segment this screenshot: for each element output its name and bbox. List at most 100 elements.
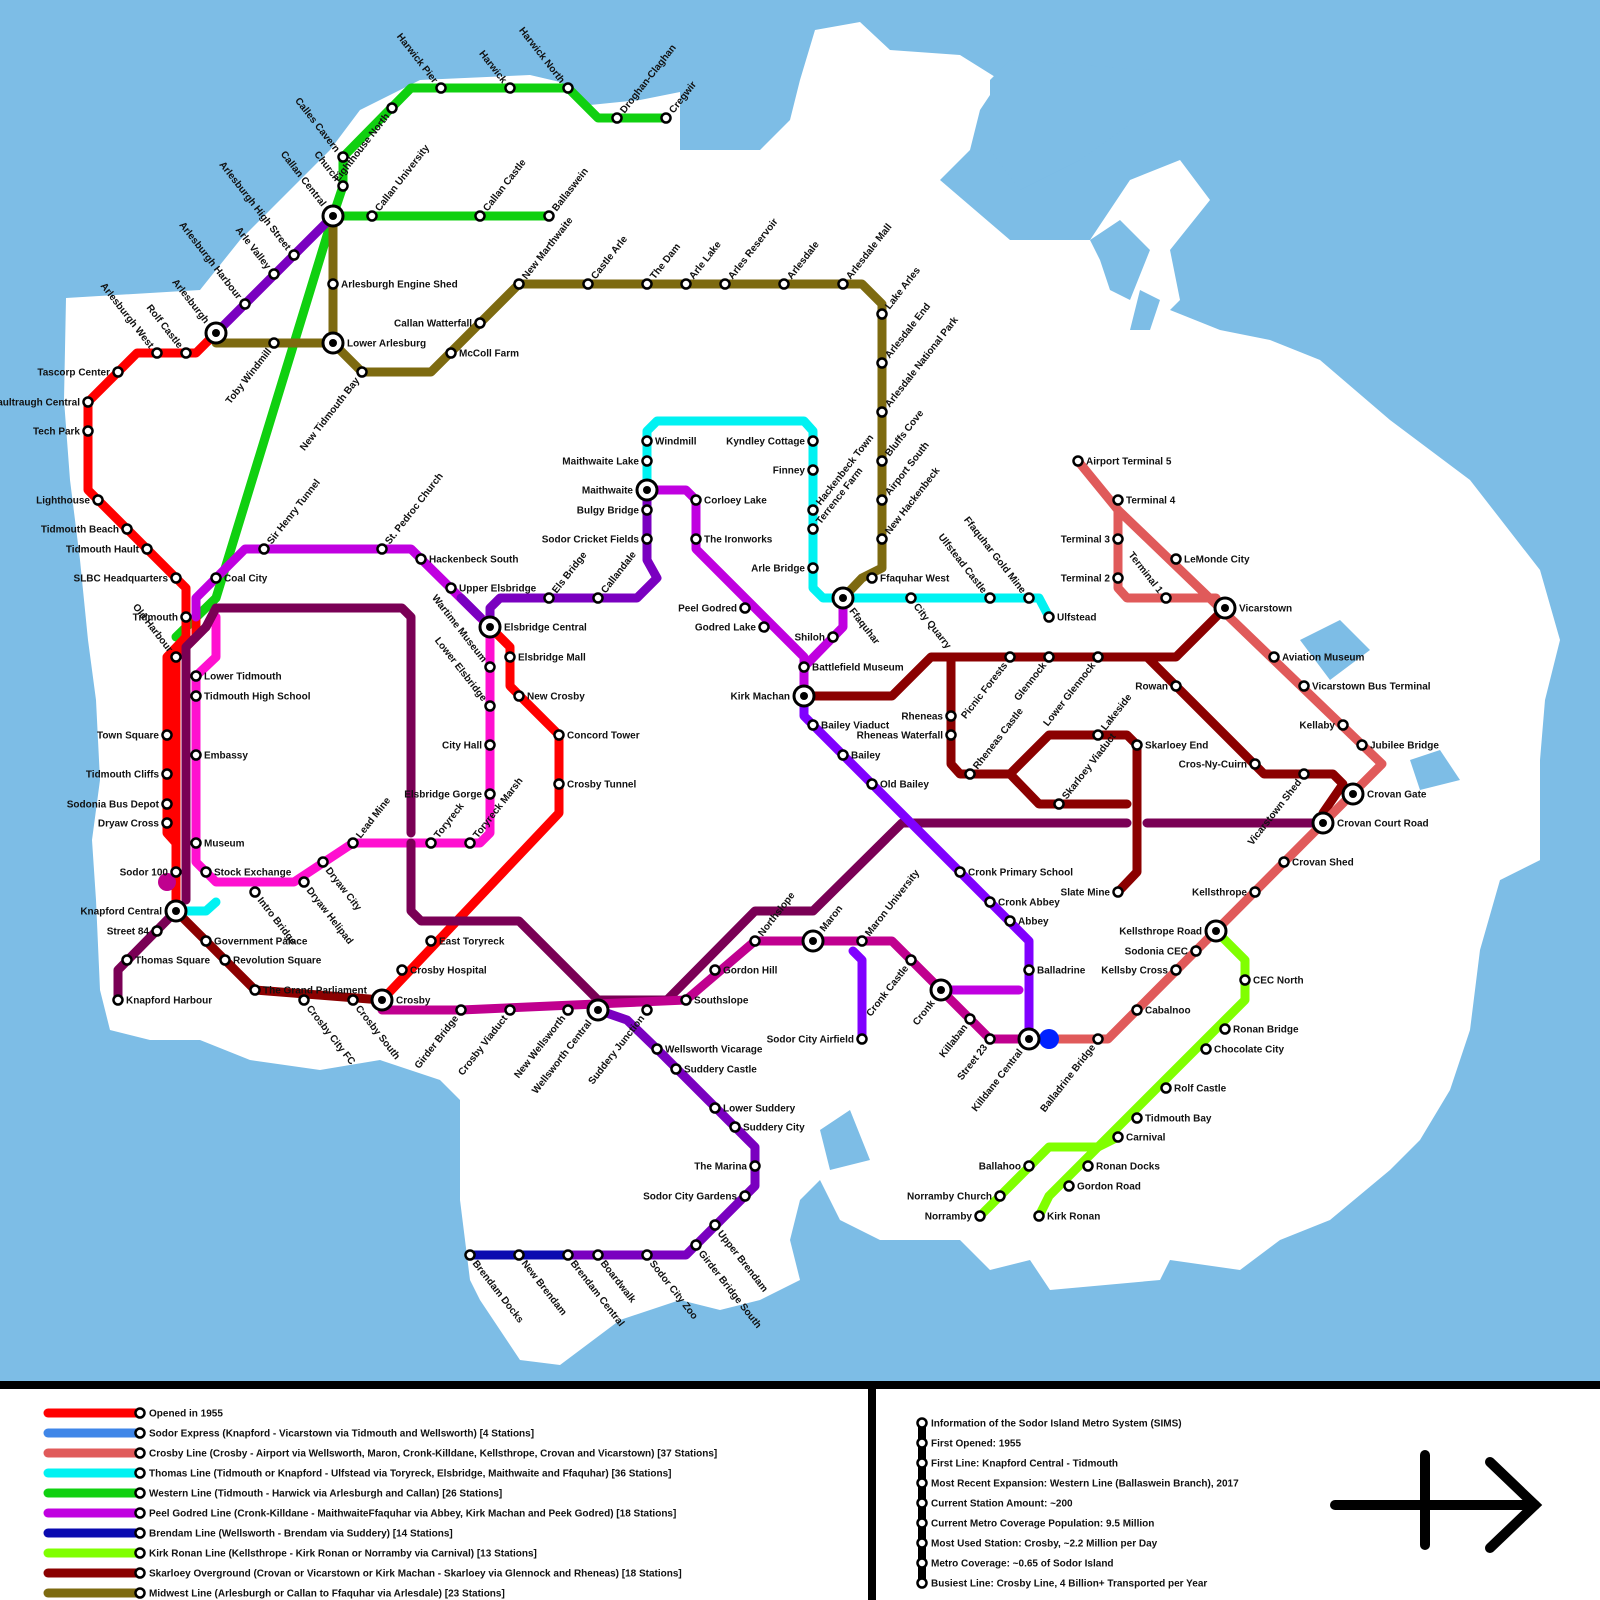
station[interactable]: Vicarstown Bus Terminal: [1298, 680, 1431, 693]
station[interactable]: City Hall: [442, 739, 496, 752]
station[interactable]: Aviation Museum: [1268, 651, 1365, 664]
station[interactable]: Dryaw Cross: [98, 817, 173, 830]
station[interactable]: Sodor 100: [120, 866, 182, 879]
station[interactable]: Arlesburgh Engine Shed: [327, 278, 458, 291]
station[interactable]: Terminal 4: [1112, 494, 1176, 507]
station[interactable]: Terminal 3: [1061, 533, 1124, 546]
station[interactable]: East Toryreck: [425, 935, 505, 948]
station[interactable]: Embassy: [190, 749, 249, 762]
station[interactable]: Concord Tower: [553, 729, 640, 742]
station[interactable]: Tech Park: [33, 425, 94, 438]
station[interactable]: Southslope: [680, 994, 749, 1007]
station[interactable]: Kirk Machan: [731, 684, 816, 708]
station[interactable]: Windmill: [641, 435, 697, 448]
station[interactable]: LeMonde City: [1170, 553, 1250, 566]
station[interactable]: Crovan Gate: [1341, 782, 1427, 806]
station[interactable]: Bulgy Bridge: [577, 504, 653, 517]
station[interactable]: Elsbridge Central: [478, 615, 587, 639]
station[interactable]: New Crosby: [513, 690, 586, 703]
station[interactable]: Lower Tidmouth: [190, 670, 282, 683]
station[interactable]: Lower Suddery: [709, 1102, 796, 1115]
station[interactable]: Slate Mine: [1061, 886, 1124, 899]
station[interactable]: The Marina: [694, 1160, 761, 1173]
station[interactable]: Cronk Primary School: [954, 866, 1074, 879]
station[interactable]: Elsbridge Mall: [504, 651, 587, 664]
station[interactable]: Cros-Ny-Cuirn: [1179, 758, 1261, 771]
station[interactable]: CEC North: [1239, 974, 1304, 987]
station[interactable]: Faultraugh Central: [0, 396, 94, 409]
station[interactable]: Knapford Central: [80, 899, 188, 923]
station[interactable]: Town Square: [97, 729, 173, 742]
station[interactable]: Tascorp Center: [37, 366, 124, 379]
station[interactable]: Bailey: [837, 749, 881, 762]
station[interactable]: Vicarstown: [1213, 596, 1292, 620]
station[interactable]: Ronan Docks: [1082, 1160, 1161, 1173]
station[interactable]: Airport Terminal 5: [1072, 455, 1172, 468]
station[interactable]: Cronk Abbey: [984, 896, 1061, 909]
station[interactable]: Arle Bridge: [751, 562, 819, 575]
station[interactable]: Tidmouth Beach: [41, 523, 133, 536]
station[interactable]: Ulfstead: [1043, 611, 1097, 624]
station[interactable]: Terminal 2: [1061, 572, 1124, 585]
station[interactable]: Skarloey End: [1131, 739, 1209, 752]
station[interactable]: Sodor Cricket Fields: [542, 533, 653, 546]
station[interactable]: Gordon Road: [1063, 1180, 1141, 1193]
station[interactable]: Peel Godred: [678, 602, 751, 615]
station[interactable]: Knapford Harbour: [112, 994, 213, 1007]
station[interactable]: Kellsby Cross: [1101, 964, 1182, 977]
station[interactable]: Revolution Square: [219, 954, 322, 967]
station[interactable]: Coal City: [210, 572, 268, 585]
station[interactable]: Elsbridge Gorge: [404, 788, 496, 801]
station[interactable]: Maithwaite Lake: [562, 455, 653, 468]
station[interactable]: Sodor City Gardens: [643, 1190, 751, 1203]
station[interactable]: Crovan Shed: [1278, 856, 1354, 869]
station[interactable]: Rheneas Waterfall: [857, 729, 957, 742]
station[interactable]: Maithwaite: [582, 478, 659, 502]
station[interactable]: Suddery City: [729, 1121, 806, 1134]
station[interactable]: Tidmouth High School: [190, 690, 311, 703]
station[interactable]: Cabalnoo: [1131, 1004, 1191, 1017]
station[interactable]: Chocolate City: [1200, 1043, 1285, 1056]
station[interactable]: The Ironworks: [690, 533, 773, 546]
station[interactable]: Tidmouth Cliffs: [86, 768, 173, 781]
station[interactable]: Crosby: [370, 988, 431, 1012]
station[interactable]: Ballahoo: [979, 1160, 1035, 1173]
station[interactable]: Rowan: [1135, 680, 1182, 693]
station[interactable]: Government Palace: [200, 935, 308, 948]
station[interactable]: Ffaquhar West: [866, 572, 950, 585]
station[interactable]: Tidmouth Hault: [66, 543, 153, 556]
station[interactable]: Kirk Ronan: [1033, 1210, 1101, 1223]
station[interactable]: Jubilee Bridge: [1356, 739, 1440, 752]
station[interactable]: Museum: [190, 837, 245, 850]
station[interactable]: Lighthouse: [36, 494, 104, 507]
station[interactable]: Tidmouth: [133, 611, 192, 624]
station[interactable]: Sodonia CEC: [1125, 945, 1202, 958]
station[interactable]: Crosby Hospital: [396, 964, 487, 977]
station[interactable]: Kyndley Cottage: [726, 435, 819, 448]
station[interactable]: Hackenbeck South: [415, 553, 519, 566]
station[interactable]: Finney: [773, 464, 819, 477]
station[interactable]: Old Bailey: [866, 778, 930, 791]
station[interactable]: Godred Lake: [695, 621, 770, 634]
station[interactable]: Thomas Square: [121, 954, 211, 967]
station[interactable]: Kellaby: [1299, 719, 1349, 732]
station[interactable]: Tidmouth Bay: [1131, 1112, 1212, 1125]
station[interactable]: Rolf Castle: [1160, 1082, 1227, 1095]
station[interactable]: Kellsthrope Road: [1119, 919, 1228, 943]
station[interactable]: Callan Watterfall: [394, 317, 486, 330]
station[interactable]: Carnival: [1112, 1131, 1166, 1144]
station[interactable]: Bailey Viaduct: [807, 719, 890, 732]
station[interactable]: Stock Exchange: [200, 866, 292, 879]
station[interactable]: Gordon Hill: [709, 964, 778, 977]
station[interactable]: Kellsthrope: [1192, 886, 1261, 899]
station[interactable]: Crovan Court Road: [1311, 811, 1429, 835]
station[interactable]: Sodonia Bus Depot: [67, 798, 173, 811]
station[interactable]: Battlefield Museum: [798, 661, 904, 674]
station[interactable]: Upper Elsbridge: [445, 582, 537, 595]
station[interactable]: Wellsworth Vicarage: [651, 1043, 763, 1056]
station[interactable]: Balladrine: [1023, 964, 1086, 977]
station[interactable]: Suddery Castle: [670, 1063, 758, 1076]
station[interactable]: Norramby: [925, 1210, 986, 1223]
station[interactable]: Shiloh: [794, 631, 839, 644]
station[interactable]: McColl Farm: [445, 347, 520, 360]
